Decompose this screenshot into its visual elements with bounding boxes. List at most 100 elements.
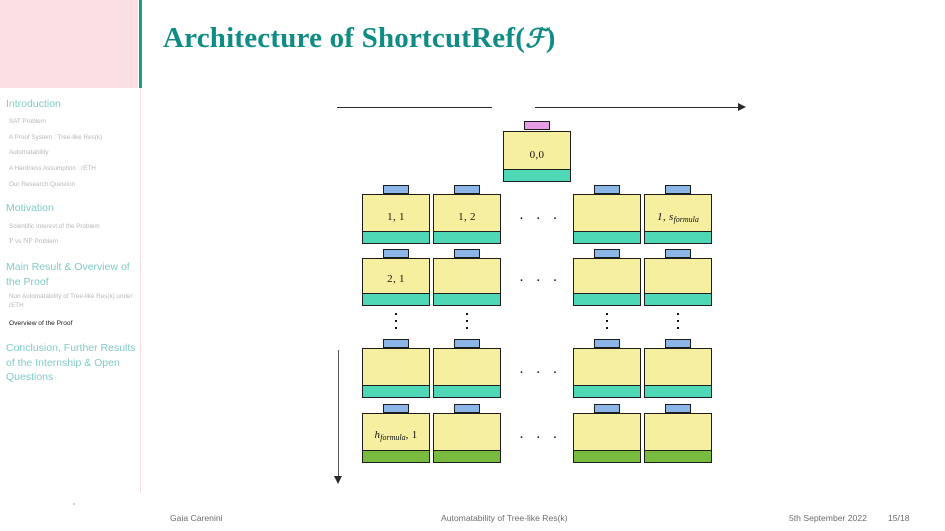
node-label-r1c4-sub: formula bbox=[673, 214, 699, 224]
page-title: Architecture of ShortcutRef(ℱ) bbox=[163, 22, 556, 55]
node-label-r1c4-main: 1, s bbox=[657, 211, 674, 223]
node-strip-r1c2 bbox=[434, 231, 500, 243]
left-axis-arrowhead-icon bbox=[334, 476, 342, 484]
node-r4c4 bbox=[644, 413, 712, 463]
node-strip-r2c4 bbox=[645, 293, 711, 305]
row-ellipsis-1: · · · bbox=[519, 211, 562, 227]
sidebar-item-p-vs-np[interactable]: P vs NP Problem bbox=[9, 236, 139, 246]
top-axis-line-left bbox=[337, 107, 492, 108]
footer-author: Gaia Carenini bbox=[170, 513, 223, 523]
sidebar-item-sat-problem[interactable]: SAT Problem bbox=[9, 118, 46, 125]
node-label-r4c1-tail: , 1 bbox=[405, 429, 418, 441]
column-ellipsis-1 bbox=[395, 313, 397, 334]
sidebar-section-conclusion[interactable]: Conclusion, Further Results of the Inter… bbox=[6, 342, 136, 383]
sidebar-accent-bar bbox=[139, 0, 142, 88]
node-strip-r2c2 bbox=[434, 293, 500, 305]
column-ellipsis-3 bbox=[606, 313, 608, 334]
top-axis-arrowhead-icon bbox=[738, 102, 746, 111]
node-strip-r1c1 bbox=[363, 231, 429, 243]
node-tab-r3c1 bbox=[383, 339, 409, 348]
slide-footer: Gaia Carenini Automatability of Tree-lik… bbox=[0, 505, 945, 531]
node-strip-root bbox=[504, 169, 570, 181]
sidebar-item-overview-of-the-proof[interactable]: Overview of the Proof bbox=[9, 320, 73, 327]
node-tab-r4c2 bbox=[454, 404, 480, 413]
node-tab-r1c4 bbox=[665, 185, 691, 194]
node-tab-r1c1 bbox=[383, 185, 409, 194]
footer-date: 5th September 2022 bbox=[789, 513, 867, 523]
node-strip-r4c2 bbox=[434, 450, 500, 462]
sidebar-item-hardness-assumption[interactable]: A Hardness Assumption : rETH bbox=[9, 165, 96, 172]
node-label-r1c4: 1, sformula bbox=[645, 211, 711, 224]
node-label-r2c1: 2, 1 bbox=[387, 273, 405, 285]
node-r1c2: 1, 2 bbox=[433, 194, 501, 244]
node-r3c3 bbox=[573, 348, 641, 398]
footer-presentation-title: Automatability of Tree-like Res(k) bbox=[441, 513, 568, 523]
sidebar-divider-rule bbox=[140, 88, 141, 493]
column-ellipsis-4 bbox=[677, 313, 679, 334]
sidebar-marker-dot bbox=[73, 503, 75, 505]
row-ellipsis-2: · · · bbox=[519, 273, 562, 289]
node-strip-r1c4 bbox=[645, 231, 711, 243]
problem-text: Problem bbox=[34, 238, 58, 245]
node-tab-r4c1 bbox=[383, 404, 409, 413]
node-tab-r2c3 bbox=[594, 249, 620, 258]
node-r3c2 bbox=[433, 348, 501, 398]
node-strip-r3c2 bbox=[434, 385, 500, 397]
node-tab-r2c1 bbox=[383, 249, 409, 258]
left-axis-line bbox=[338, 350, 339, 478]
sidebar-item-scientific-interest[interactable]: Scientific Interest of the Problem bbox=[9, 223, 100, 230]
node-label-r4c1-main: h bbox=[374, 429, 381, 441]
sidebar-item-research-question[interactable]: Our Research Question bbox=[9, 181, 76, 188]
column-ellipsis-2 bbox=[466, 313, 468, 334]
node-tab-r4c4 bbox=[665, 404, 691, 413]
node-tab-r3c4 bbox=[665, 339, 691, 348]
footer-page-number: 15/18 bbox=[888, 513, 910, 523]
row-ellipsis-4: · · · bbox=[519, 430, 562, 446]
sidebar-item-automatability[interactable]: Automatability bbox=[9, 149, 49, 156]
sidebar-navigation: Introduction SAT Problem A Proof System … bbox=[0, 0, 142, 531]
row-ellipsis-3: · · · bbox=[519, 365, 562, 381]
node-r3c1 bbox=[362, 348, 430, 398]
node-r1c1: 1, 1 bbox=[362, 194, 430, 244]
sidebar-item-proof-system[interactable]: A Proof System : Tree-like Res(k) bbox=[9, 134, 103, 141]
sidebar-section-main-result[interactable]: Main Result & Overview of the Proof bbox=[6, 261, 130, 288]
node-tab-r4c3 bbox=[594, 404, 620, 413]
node-r4c3 bbox=[573, 413, 641, 463]
sidebar-section-motivation[interactable]: Motivation bbox=[6, 202, 54, 214]
node-strip-r4c1 bbox=[363, 450, 429, 462]
node-r3c4 bbox=[644, 348, 712, 398]
node-strip-r1c3 bbox=[574, 231, 640, 243]
node-strip-r4c4 bbox=[645, 450, 711, 462]
node-strip-r3c4 bbox=[645, 385, 711, 397]
np-symbol: NP bbox=[23, 236, 33, 245]
node-r4c2 bbox=[433, 413, 501, 463]
node-tab-r3c3 bbox=[594, 339, 620, 348]
node-tab-r1c3 bbox=[594, 185, 620, 194]
sidebar-header-block bbox=[0, 0, 138, 88]
node-r1c4: 1, sformula bbox=[644, 194, 712, 244]
node-label-r1c1: 1, 1 bbox=[387, 211, 405, 223]
node-strip-r2c1 bbox=[363, 293, 429, 305]
sidebar-item-non-automatability[interactable]: Non Automatability of Tree-like Res(k) u… bbox=[9, 293, 133, 309]
node-label-r4c1-sub: formula bbox=[380, 432, 406, 442]
node-tab-r1c2 bbox=[454, 185, 480, 194]
node-r2c1: 2, 1 bbox=[362, 258, 430, 306]
node-label-r4c1: hformula, 1 bbox=[363, 429, 429, 442]
node-r1c3 bbox=[573, 194, 641, 244]
node-r2c3 bbox=[573, 258, 641, 306]
node-r4c1: hformula, 1 bbox=[362, 413, 430, 463]
title-suffix: ) bbox=[545, 22, 556, 54]
node-tab-r2c2 bbox=[454, 249, 480, 258]
node-tab-r2c4 bbox=[665, 249, 691, 258]
node-strip-r3c1 bbox=[363, 385, 429, 397]
node-root: 0,0 bbox=[503, 131, 571, 182]
top-axis-line-right bbox=[535, 107, 740, 108]
node-strip-r2c3 bbox=[574, 293, 640, 305]
vs-text: vs bbox=[14, 238, 22, 245]
script-f-symbol: ℱ bbox=[525, 24, 546, 54]
node-r2c2 bbox=[433, 258, 501, 306]
sidebar-section-introduction[interactable]: Introduction bbox=[6, 98, 61, 110]
node-r2c4 bbox=[644, 258, 712, 306]
